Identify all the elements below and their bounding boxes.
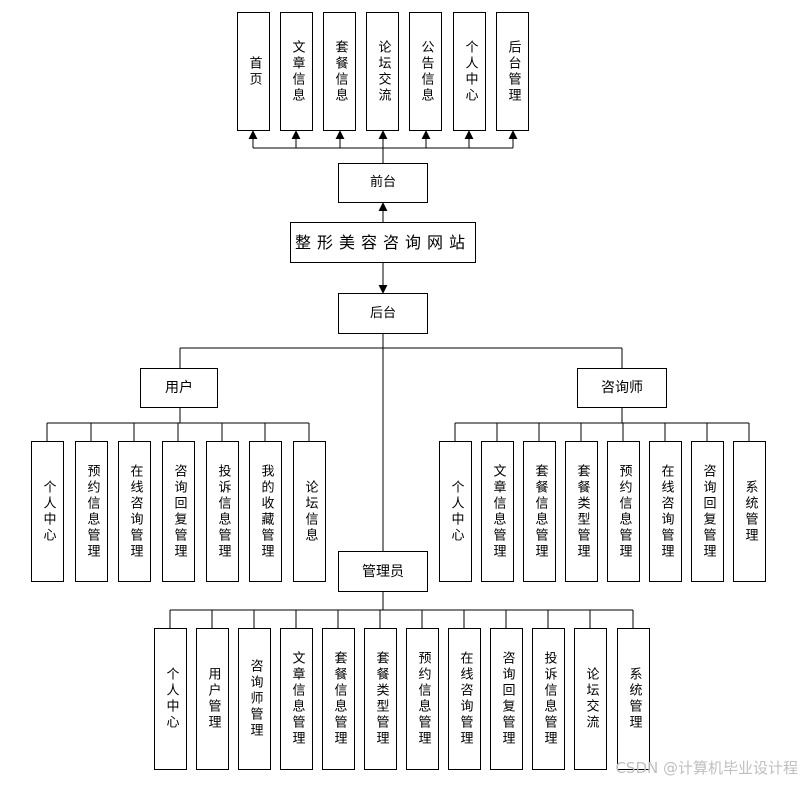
consultant-item-articles-mgmt: 文章信息管理 [481,441,514,582]
root-node: 整形美容咨询网站 [290,222,476,263]
node-label: 预约信息管理 [415,651,431,747]
node-label: 系统管理 [742,479,758,544]
consultant-item-consult-reply-mgmt: 咨询回复管理 [691,441,724,582]
consultant-item-booking-mgmt: 预约信息管理 [607,441,640,582]
node-label: 文章信息管理 [289,651,305,747]
node-label: 预约信息管理 [84,463,100,560]
node-label: 公告信息 [418,39,434,104]
frontend-item-notices: 公告信息 [409,12,442,131]
frontend-item-profile: 个人中心 [453,12,486,131]
consultant-item-packages-mgmt: 套餐信息管理 [523,441,556,582]
admin-role-node: 管理员 [338,551,428,592]
node-label: 套餐类型管理 [574,463,590,560]
admin-item-complaint-mgmt: 投诉信息管理 [532,628,565,770]
admin-item-system-mgmt: 系统管理 [617,628,650,770]
frontend-item-forum: 论坛交流 [366,12,399,131]
node-label: 套餐类型管理 [373,651,389,747]
user-item-profile: 个人中心 [31,441,64,582]
node-label: 在线咨询管理 [658,463,674,560]
user-item-favorites-mgmt: 我的收藏管理 [249,441,282,582]
node-label: 论坛交流 [583,667,599,731]
node-label: 个人中心 [163,667,179,731]
node-label: 论坛信息 [302,479,318,544]
user-item-booking-mgmt: 预约信息管理 [75,441,108,582]
frontend-item-packages: 套餐信息 [323,12,356,131]
node-label: 咨询回复管理 [700,463,716,560]
node-label: 咨询回复管理 [499,651,515,747]
frontend-item-home: 首页 [237,12,270,131]
node-label: 套餐信息管理 [331,651,347,747]
node-label: 咨询师 [601,380,643,396]
node-label: 预约信息管理 [616,463,632,560]
admin-item-forum: 论坛交流 [574,628,607,770]
backend-node: 后台 [338,293,428,334]
frontend-node: 前台 [338,163,428,203]
frontend-item-articles: 文章信息 [280,12,313,131]
node-label: 后台管理 [505,39,521,104]
admin-item-consult-reply-mgmt: 咨询回复管理 [490,628,523,770]
admin-item-online-consult-mgmt: 在线咨询管理 [448,628,481,770]
node-label: 首页 [246,55,262,88]
node-label: 咨询回复管理 [171,463,187,560]
consultant-item-profile: 个人中心 [439,441,472,582]
node-label: 套餐信息 [332,39,348,104]
root-label: 整形美容咨询网站 [294,232,471,252]
node-label: 个人中心 [448,479,464,544]
node-label: 个人中心 [462,39,478,104]
user-item-consult-reply-mgmt: 咨询回复管理 [162,441,195,582]
consultant-role-node: 咨询师 [577,368,667,408]
node-label: 用户 [165,380,193,396]
node-label: 投诉信息管理 [215,463,231,560]
user-item-complaint-mgmt: 投诉信息管理 [206,441,239,582]
admin-item-package-types-mgmt: 套餐类型管理 [364,628,397,770]
node-label: 前台 [369,175,396,190]
consultant-item-system-mgmt: 系统管理 [733,441,766,582]
watermark: CSDN @计算机毕业设计程 [615,759,798,777]
node-label: 在线咨询管理 [127,463,143,560]
user-item-forum-info: 论坛信息 [293,441,326,582]
node-label: 文章信息 [289,39,305,104]
admin-item-booking-mgmt: 预约信息管理 [406,628,439,770]
node-label: 我的收藏管理 [258,463,274,560]
node-label: 在线咨询管理 [457,651,473,747]
user-item-online-consult-mgmt: 在线咨询管理 [118,441,151,582]
admin-item-packages-mgmt: 套餐信息管理 [322,628,355,770]
node-label: 个人中心 [40,479,56,544]
node-label: 文章信息管理 [490,463,506,560]
admin-item-user-mgmt: 用户管理 [196,628,229,770]
node-label: 系统管理 [626,667,642,731]
node-label: 投诉信息管理 [541,651,557,747]
admin-item-consultant-mgmt: 咨询师管理 [238,628,271,770]
node-label: 后台 [369,305,396,321]
node-label: 用户管理 [205,667,221,731]
admin-item-articles-mgmt: 文章信息管理 [280,628,313,770]
node-label: 论坛交流 [375,39,391,104]
consultant-item-package-types-mgmt: 套餐类型管理 [565,441,598,582]
node-label: 套餐信息管理 [532,463,548,560]
node-label: 管理员 [362,563,404,580]
frontend-item-admin-link: 后台管理 [496,12,529,131]
node-label: 咨询师管理 [247,659,263,739]
consultant-item-online-consult-mgmt: 在线咨询管理 [649,441,682,582]
admin-item-profile: 个人中心 [154,628,187,770]
user-role-node: 用户 [140,368,218,408]
